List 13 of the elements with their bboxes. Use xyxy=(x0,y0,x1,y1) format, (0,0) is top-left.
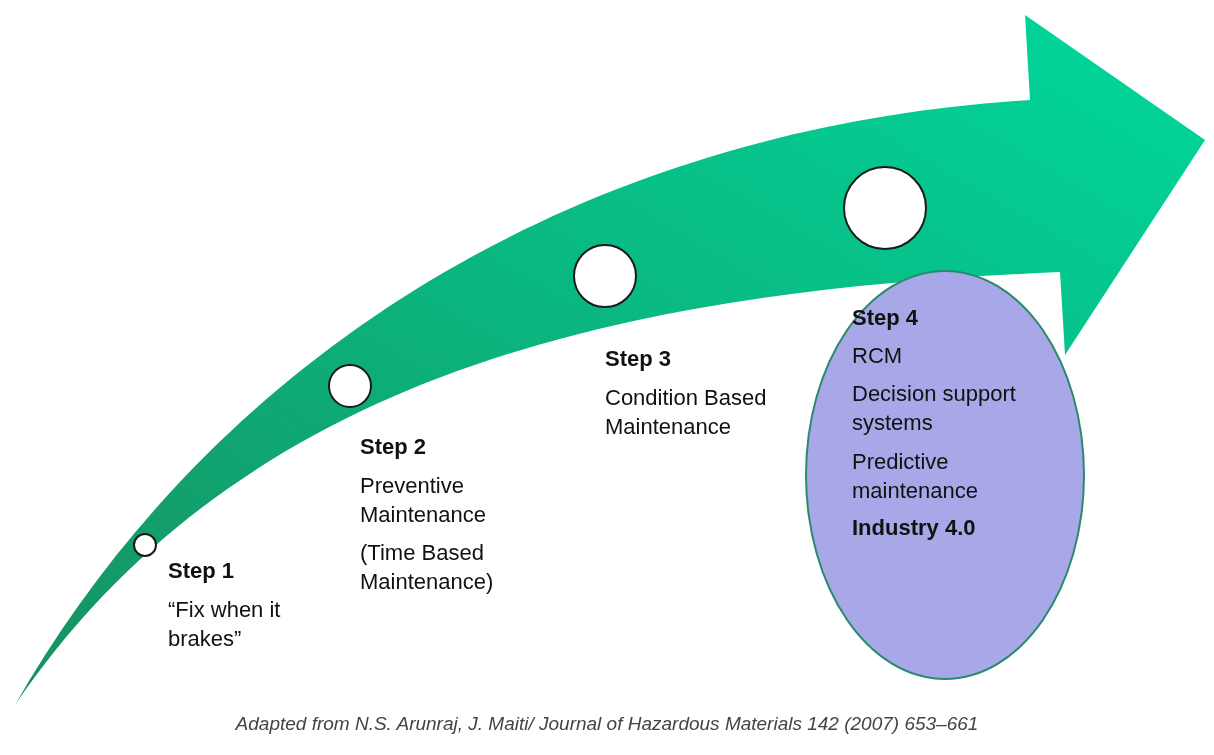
source-caption: Adapted from N.S. Arunraj, J. Maiti/ Journal of Hazardous Materials 142 (2007) 653–661 xyxy=(235,713,979,734)
step-description: Preventive Maintenance xyxy=(360,472,487,529)
step-description: “Fix when it brakes” xyxy=(168,596,282,653)
step-item: Decision support systems xyxy=(852,380,1017,437)
step-description: (Time Based Maintenance) xyxy=(360,539,495,596)
step-item: RCM xyxy=(852,342,904,370)
step-heading: Step 4 xyxy=(852,304,920,332)
step-heading: Step 1 xyxy=(168,557,235,585)
step-heading: Step 2 xyxy=(360,433,427,461)
step-description: Condition Based Maintenance xyxy=(605,384,768,441)
step-heading: Step 3 xyxy=(605,345,672,373)
step-item: Predictive maintenance xyxy=(852,448,979,505)
step-item: Industry 4.0 xyxy=(852,514,977,542)
